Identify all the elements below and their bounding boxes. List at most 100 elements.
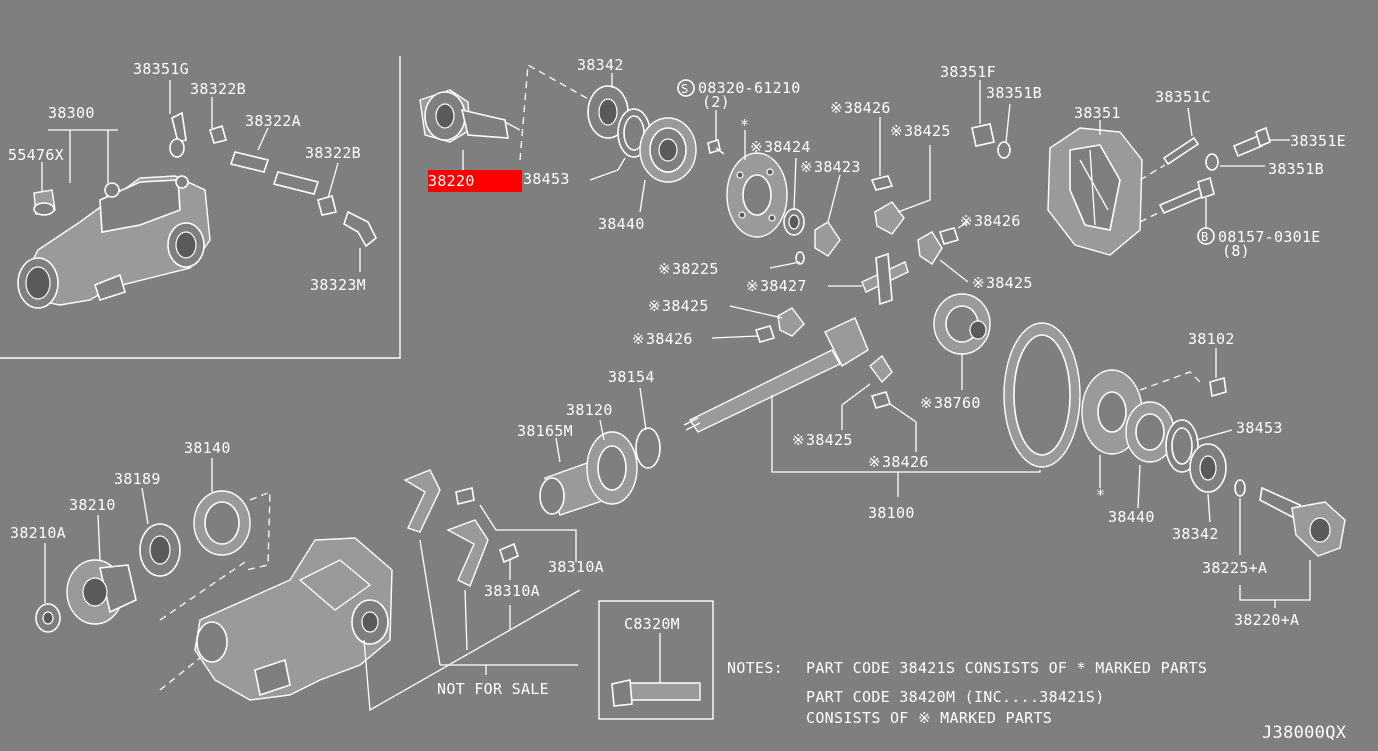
label-38351f[interactable]: 38351F: [940, 63, 996, 81]
label-38453-bottom[interactable]: 38453: [1236, 419, 1283, 437]
label-38427[interactable]: 38427: [760, 277, 807, 295]
label-38440-bottom[interactable]: 38440: [1108, 508, 1155, 526]
label-38342-top[interactable]: 38342: [577, 56, 624, 74]
part-38425-pinion-mate-d[interactable]: [869, 354, 893, 384]
label-38220[interactable]: 38220: [428, 172, 475, 190]
part-38440-bearing-bottom[interactable]: [1125, 401, 1175, 463]
label-38440-top[interactable]: 38440: [598, 215, 645, 233]
part-38423-side-gear[interactable]: [814, 221, 841, 257]
part-38426-thrust-washer-d[interactable]: [870, 391, 892, 409]
label-38323m[interactable]: 38323M: [310, 276, 366, 294]
highlight-38220[interactable]: [428, 170, 522, 192]
label-38225a[interactable]: 38225+A: [1202, 559, 1267, 577]
part-c8320m-tool[interactable]: [611, 679, 701, 707]
part-ring-gear[interactable]: [1003, 322, 1081, 468]
label-38322b-2[interactable]: 38322B: [305, 144, 361, 162]
label-38426-a[interactable]: 38426: [844, 99, 891, 117]
part-08157-bolt[interactable]: [1158, 176, 1215, 215]
label-38351g[interactable]: 38351G: [133, 60, 189, 78]
part-38310a-bracket-1[interactable]: [403, 469, 475, 533]
label-38322a[interactable]: 38322A: [245, 112, 301, 130]
part-38760-bearing[interactable]: [933, 293, 991, 355]
label-38425-c[interactable]: 38425: [662, 297, 709, 315]
part-38322a-hose[interactable]: [229, 151, 320, 195]
label-38165m[interactable]: 38165M: [517, 422, 573, 440]
part-38322b-clip-2[interactable]: [317, 195, 337, 216]
part-38426-thrust-washer-a[interactable]: [870, 175, 894, 191]
part-38140-bearing[interactable]: [193, 490, 251, 556]
part-38351b-gasket-2[interactable]: [1205, 153, 1219, 171]
part-gear-carrier-housing[interactable]: [194, 537, 393, 701]
label-38189[interactable]: 38189: [114, 470, 161, 488]
label-38351b-2[interactable]: 38351B: [1268, 160, 1324, 178]
part-38425-pinion-mate-c[interactable]: [777, 307, 805, 337]
part-38426-thrust-washer-b[interactable]: [938, 227, 960, 245]
label-38351b-1[interactable]: 38351B: [986, 84, 1042, 102]
part-38154-washer[interactable]: [635, 427, 661, 469]
part-38310a-bracket-2[interactable]: [446, 519, 519, 587]
label-08157[interactable]: 08157-0301E: [1218, 228, 1321, 246]
label-38140[interactable]: 38140: [184, 439, 231, 457]
part-38426-thrust-washer-c[interactable]: [754, 325, 776, 343]
label-38154[interactable]: 38154: [608, 368, 655, 386]
label-08320[interactable]: 08320-61210: [698, 79, 801, 97]
label-38425-a[interactable]: 38425: [904, 122, 951, 140]
label-38300[interactable]: 38300: [48, 104, 95, 122]
label-38425-d[interactable]: 38425: [806, 431, 853, 449]
part-38440-bearing-top[interactable]: [639, 117, 697, 183]
part-38424-washer[interactable]: [783, 208, 805, 236]
part-38351f-plug[interactable]: [971, 123, 995, 147]
label-38426-c[interactable]: 38426: [646, 330, 693, 348]
label-38424[interactable]: 38424: [764, 138, 811, 156]
label-38453-top[interactable]: 38453: [523, 170, 570, 188]
part-38342-oil-seal-bottom[interactable]: [1189, 443, 1227, 493]
label-38210a[interactable]: 38210A: [10, 524, 66, 542]
part-55476x[interactable]: [33, 189, 56, 216]
label-38210[interactable]: 38210: [69, 496, 116, 514]
part-38189-oil-seal[interactable]: [139, 523, 181, 577]
label-55476x[interactable]: 55476X: [8, 146, 64, 164]
part-38210-side-flange[interactable]: [66, 559, 137, 625]
label-38310a-2[interactable]: 38310A: [484, 582, 540, 600]
label-38426-d[interactable]: 38426: [882, 453, 929, 471]
label-c8320m[interactable]: C8320M: [624, 615, 680, 633]
part-38210a-nut[interactable]: [35, 603, 61, 633]
part-38100-drive-pinion[interactable]: [683, 317, 869, 433]
part-08320-bolt[interactable]: [707, 138, 725, 155]
part-38351g-breather[interactable]: [169, 111, 187, 158]
label-38322b-1[interactable]: 38322B: [190, 80, 246, 98]
label-38342-bottom[interactable]: 38342: [1172, 525, 1219, 543]
part-38351c-stud[interactable]: [1162, 136, 1200, 166]
part-38220-companion-flange[interactable]: [419, 89, 521, 143]
part-38351b-gasket-1[interactable]: [997, 141, 1011, 159]
label-38425-b[interactable]: 38425: [986, 274, 1033, 292]
label-38426-b[interactable]: 38426: [974, 212, 1021, 230]
label-38102[interactable]: 38102: [1188, 330, 1235, 348]
part-38220a-flange[interactable]: [1259, 486, 1346, 557]
differential-assembly-inset[interactable]: [17, 175, 211, 309]
part-38120-bearing[interactable]: [586, 431, 638, 505]
part-38351e-bolt[interactable]: [1232, 126, 1271, 158]
label-38120[interactable]: 38120: [566, 401, 613, 419]
label-38310a-1[interactable]: 38310A: [548, 558, 604, 576]
part-differential-case-top[interactable]: [726, 152, 788, 238]
label-38423[interactable]: 38423: [814, 158, 861, 176]
label-38760[interactable]: 38760: [934, 394, 981, 412]
label-38351e[interactable]: 38351E: [1290, 132, 1346, 150]
label-38351[interactable]: 38351: [1074, 104, 1121, 122]
part-38102-bolt[interactable]: [1209, 376, 1227, 398]
label-38220a[interactable]: 38220+A: [1234, 611, 1299, 629]
part-38322b-clip-1[interactable]: [209, 124, 227, 144]
part-38351-rear-cover[interactable]: [1047, 127, 1143, 256]
part-38323m-connector[interactable]: [343, 210, 378, 248]
part-38225a-snap-ring[interactable]: [1234, 479, 1246, 497]
part-38225-snap-ring[interactable]: [795, 251, 805, 265]
part-38427-pinion-shaft[interactable]: [861, 252, 909, 306]
part-38425-pinion-mate-b[interactable]: [917, 231, 943, 265]
label-38225[interactable]: 38225: [672, 260, 719, 278]
leader-38440-bottom: [1137, 464, 1141, 509]
label-38351c[interactable]: 38351C: [1155, 88, 1211, 106]
label-38100[interactable]: 38100: [868, 504, 915, 522]
part-38453-washer-bottom[interactable]: [1165, 419, 1199, 473]
part-38425-pinion-mate-a[interactable]: [874, 201, 905, 235]
